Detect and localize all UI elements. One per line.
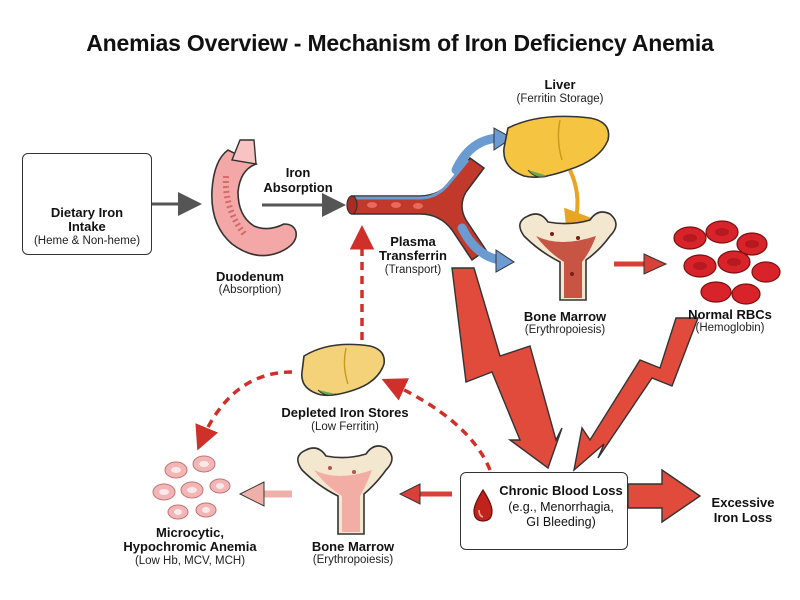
- normal-rbcs-label: Normal RBCs: [688, 307, 772, 322]
- blood-drop-icon: [473, 488, 493, 522]
- iron-absorption-label-2: Absorption: [263, 180, 333, 195]
- microcytic-label-2: Hypochromic Anemia: [123, 539, 257, 554]
- liver-label: Liver: [544, 77, 576, 92]
- arrow-excessive-iron-loss: [627, 468, 702, 524]
- microcytic-sub: (Low Hb, MCV, MCH): [134, 555, 246, 567]
- lightning-arrow-right: [572, 317, 700, 472]
- depleted-liver-icon: [301, 343, 386, 397]
- dietary-intake-label-1: Dietary Iron: [50, 205, 124, 220]
- bone-marrow-bottom-sub: (Erythropoiesis): [312, 554, 394, 566]
- microcytic-rbc-cluster-icon: [152, 455, 231, 520]
- dietary-intake-sub: (Heme & Non-heme): [33, 235, 141, 247]
- lightning-arrow-left: [451, 267, 563, 470]
- transferrin-label-1: Plasma: [390, 234, 436, 249]
- chronic-blood-loss-sub-1: (e.g., Menorrhagia,: [508, 500, 614, 514]
- page-title: Anemias Overview - Mechanism of Iron Def…: [86, 30, 714, 56]
- bone-marrow-bottom-label: Bone Marrow: [311, 539, 395, 554]
- duodenum-icon: [211, 139, 297, 257]
- duodenum-sub: (Absorption): [218, 284, 282, 296]
- bone-marrow-icon-top: [519, 211, 617, 301]
- depleted-stores-label: Depleted Iron Stores: [281, 405, 409, 420]
- bone-marrow-top-sub: (Erythropoiesis): [524, 324, 606, 336]
- transferrin-label-2: Transferrin: [379, 248, 447, 263]
- iron-absorption-label-1: Iron: [285, 165, 311, 180]
- arrow-transferrin-to-liver: [451, 133, 503, 175]
- liver-sub: (Ferritin Storage): [516, 93, 604, 105]
- dashed-arrow-depleted-to-microcytic: [195, 370, 293, 451]
- transferrin-sub: (Transport): [384, 264, 442, 276]
- liver-icon: [503, 115, 610, 178]
- dietary-intake-label-2: Intake: [68, 219, 106, 234]
- blood-vessel-icon: [346, 156, 488, 262]
- chronic-blood-loss-label: Chronic Blood Loss: [499, 483, 623, 498]
- depleted-stores-sub: (Low Ferritin): [311, 421, 379, 433]
- dietary-intake-box: [22, 153, 152, 255]
- duodenum-label: Duodenum: [216, 269, 284, 284]
- microcytic-label-1: Microcytic,: [156, 525, 224, 540]
- excessive-iron-loss-label-2: Iron Loss: [713, 510, 773, 525]
- normal-rbcs-sub: (Hemoglobin): [695, 322, 765, 334]
- bone-marrow-top-label: Bone Marrow: [523, 309, 607, 324]
- bone-marrow-icon-bottom: [297, 445, 393, 535]
- excessive-iron-loss-label-1: Excessive: [711, 495, 775, 510]
- chronic-blood-loss-sub-2: GI Bleeding): [526, 515, 596, 529]
- dashed-arrow-bloodloss-to-depleted: [381, 378, 492, 471]
